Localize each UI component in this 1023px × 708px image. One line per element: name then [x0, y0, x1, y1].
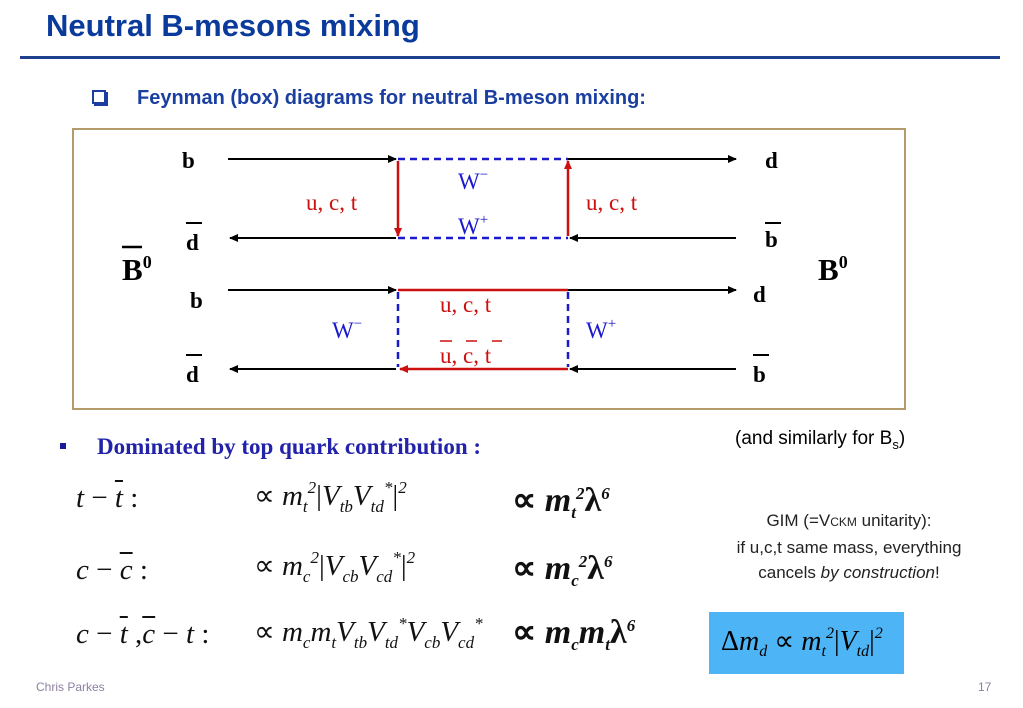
w-minus-sup-bottom: − — [354, 316, 362, 332]
similarly-note: (and similarly for Bs) — [735, 428, 906, 452]
quark-label-left-top: u, c, t — [306, 190, 358, 215]
quark-label-right-top: u, c, t — [586, 190, 638, 215]
title-underline — [20, 56, 1000, 59]
delta-md-formula-box: Δmd ∝ mt2|Vtd|2 — [709, 612, 904, 674]
section-subtitle: Feynman (box) diagrams for neutral B-mes… — [137, 87, 646, 109]
eq-tt-lhs: t − t : — [76, 482, 139, 514]
w-plus-sup-bottom: + — [608, 316, 616, 332]
label-d-out-bottom: d — [753, 282, 766, 307]
eq-ct-lhs: c − t ,c − t : — [76, 618, 210, 650]
label-bbar-out-top: b — [765, 227, 778, 252]
gim-line1: GIM (=VCKM unitarity): — [766, 511, 932, 530]
checkbox-bullet-icon — [92, 90, 106, 104]
label-dbar-in-top: d — [186, 230, 199, 255]
gim-note: GIM (=VCKM unitarity): if u,c,t same mas… — [694, 508, 1004, 585]
svg-text:W+: W+ — [586, 316, 616, 343]
label-d-out-top: d — [765, 148, 778, 173]
svg-text:W−: W− — [458, 167, 488, 194]
dominated-heading: Dominated by top quark contribution : — [97, 434, 482, 459]
meson-b0-label: B — [818, 252, 839, 287]
page-title: Neutral B-mesons mixing — [46, 8, 420, 43]
w-plus-label-bottom: W — [586, 318, 608, 343]
label-bbar-out-bottom: b — [753, 362, 766, 387]
antiquark-label-bottom: u, c, t — [440, 343, 492, 368]
meson-b0bar-label: B — [122, 252, 143, 287]
eq-ct-scaling: ∝ mcmtλ6 — [512, 614, 636, 654]
w-minus-sup-top: − — [480, 167, 488, 183]
label-b-in-top: b — [182, 148, 195, 173]
footer-author: Chris Parkes — [36, 680, 105, 694]
square-bullet-icon — [60, 443, 66, 449]
eq-cc-lhs: c − c : — [76, 554, 148, 586]
eq-tt-scaling: ∝ mt2λ6 — [512, 482, 610, 522]
svg-text:W+: W+ — [458, 212, 488, 239]
label-b-in-bottom: b — [190, 288, 203, 313]
meson-b0bar-sup: 0 — [143, 252, 152, 272]
footer-page-number: 17 — [978, 680, 992, 694]
gim-line2: if u,c,t same mass, everything — [736, 538, 962, 557]
eq-ct-proportional: ∝ mcmtVtbVtd*VcbVcd* — [254, 614, 483, 652]
eq-cc-proportional: ∝ mc2|VcbVcd*|2 — [254, 548, 416, 586]
w-minus-label-bottom: W — [332, 318, 354, 343]
eq-tt-proportional: ∝ mt2|VtbVtd*|2 — [254, 478, 407, 516]
w-minus-label-top: W — [458, 169, 480, 194]
w-plus-sup-top: + — [480, 212, 488, 228]
label-dbar-in-bottom: d — [186, 362, 199, 387]
meson-b0-sup: 0 — [839, 252, 848, 272]
quark-label-bottom: u, c, t — [440, 292, 492, 317]
svg-text:B0: B0 — [818, 252, 848, 287]
feynman-diagrams-svg: b d d b u, c, t u, c, t W− W+ B0 B0 b d — [122, 148, 848, 387]
feynman-diagram-frame: b d d b u, c, t u, c, t W− W+ B0 B0 b d — [72, 128, 906, 410]
delta-md-formula: Δmd ∝ mt2|Vtd|2 — [721, 625, 883, 660]
svg-text:W−: W− — [332, 316, 362, 343]
eq-cc-scaling: ∝ mc2λ6 — [512, 550, 613, 590]
gim-line3: cancels by construction! — [758, 563, 940, 582]
w-plus-label-top: W — [458, 214, 480, 239]
svg-text:B0: B0 — [122, 252, 152, 287]
box-diagram-bottom: b d d b u, c, t u, c, t W− W+ — [186, 282, 769, 387]
box-diagram-top: b d d b u, c, t u, c, t W− W+ — [182, 148, 781, 255]
